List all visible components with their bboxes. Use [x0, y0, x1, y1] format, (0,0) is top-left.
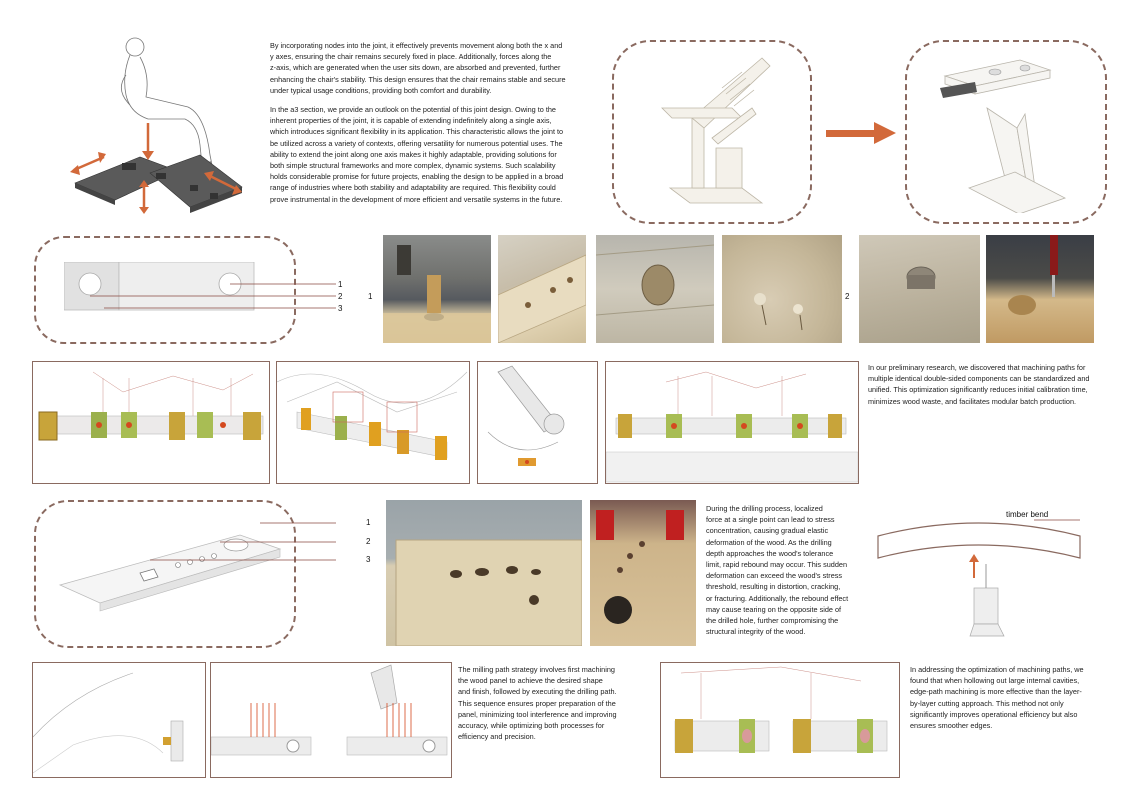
label-1b: 1 [366, 518, 371, 527]
label-2b: 2 [366, 537, 371, 546]
timber-bend-diagram [874, 514, 1086, 640]
exploded-joint-render [925, 48, 1090, 213]
photo-group-label-2: 2 [845, 292, 850, 301]
photo-drill-in-wood [986, 235, 1094, 343]
research-description-text: In our preliminary research, we discover… [868, 363, 1090, 406]
milling-frame-2 [210, 662, 452, 778]
joint-part-perspective [50, 515, 370, 625]
label-1: 1 [338, 280, 343, 289]
joint-part-frame-1 [34, 236, 296, 344]
outlook-description-text: In the a3 section, we provide an outlook… [270, 105, 564, 204]
photo-clamped-timber [590, 500, 696, 646]
milling-frame-1 [32, 662, 206, 778]
hollowing-description-text: In addressing the optimization of machin… [910, 665, 1084, 731]
label-3: 3 [338, 304, 343, 313]
joint-part-frame-2 [34, 500, 296, 648]
photo-drill-press [383, 235, 491, 343]
photo-wood-shavings [722, 235, 842, 343]
joint-part-topview [64, 262, 344, 322]
drilling-description-text: During the drilling process, localized f… [706, 504, 849, 637]
chair-render-frame-left [612, 40, 812, 224]
arrow-right-icon [826, 122, 896, 144]
toolpath-frame-2 [276, 361, 470, 484]
photo-wood-hole-closeup [596, 235, 714, 343]
milling-description-text: The milling path strategy involves first… [458, 665, 617, 742]
photo-cracked-timber [386, 500, 582, 646]
photo-group-label-1: 1 [368, 292, 373, 301]
joint-description-text: By incorporating nodes into the joint, i… [270, 41, 566, 95]
timber-bend-label: timber bend [1006, 510, 1049, 519]
photo-wood-plug [859, 235, 980, 343]
chair-joint-illustration [60, 35, 250, 215]
label-2: 2 [338, 292, 343, 301]
toolpath-frame-3 [477, 361, 598, 484]
chair-render-frame-right [905, 40, 1107, 224]
chair-assembly-render [632, 48, 792, 213]
photo-wood-with-holes [498, 235, 586, 343]
toolpath-frame-4 [605, 361, 859, 484]
toolpath-frame-1 [32, 361, 270, 484]
label-3b: 3 [366, 555, 371, 564]
hollowing-frame [660, 662, 900, 778]
